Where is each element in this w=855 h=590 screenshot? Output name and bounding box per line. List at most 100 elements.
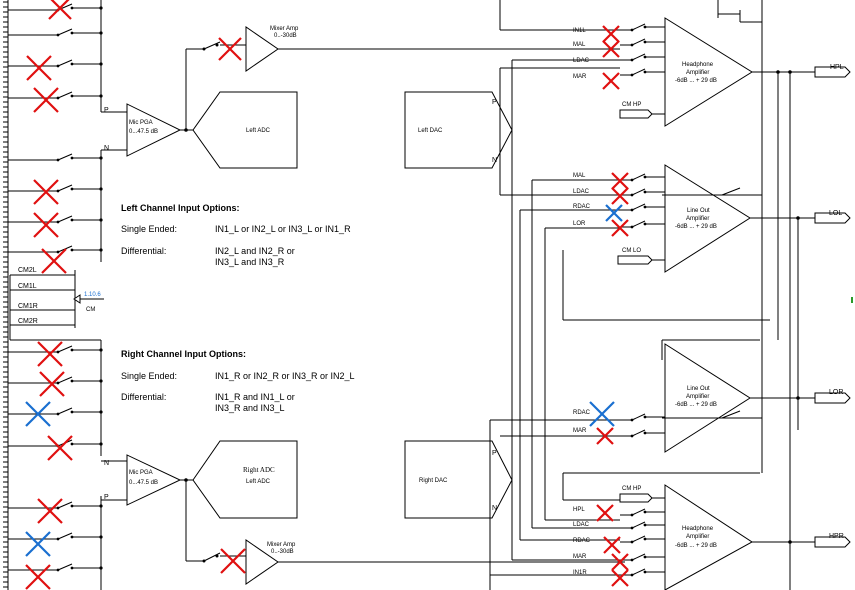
svg-text:P: P <box>492 99 497 106</box>
edge-marker <box>851 297 853 303</box>
dac-bus-wiring <box>489 0 770 590</box>
svg-text:P: P <box>492 450 497 457</box>
disabled-x-marker <box>41 248 67 274</box>
disabled-x-marker <box>611 553 629 571</box>
right-pga-p-pin: P <box>104 494 109 501</box>
input-switch <box>8 407 103 416</box>
mux-switch <box>620 23 665 32</box>
right-pga-n-pin: N <box>104 460 109 467</box>
hpl-label: HPL <box>830 64 844 71</box>
svg-text:Amplifier: Amplifier <box>686 70 709 76</box>
svg-text:RDAC: RDAC <box>573 204 591 210</box>
svg-text:LOR: LOR <box>573 221 586 227</box>
disabled-x-marker <box>602 72 620 90</box>
hp-amp-left: Headphone Amplifier -6dB ... + 29 dB <box>664 17 753 127</box>
mux-labels-lo-right: RDAC MAR <box>573 410 591 434</box>
svg-text:CM HP: CM HP <box>622 486 641 492</box>
svg-text:-6dB ... + 29 dB: -6dB ... + 29 dB <box>675 78 717 84</box>
lor-label: LOR <box>829 389 843 396</box>
svg-text:Mic PGA: Mic PGA <box>129 470 153 476</box>
cm2l-label: CM2L <box>18 267 37 274</box>
svg-text:Right DAC: Right DAC <box>419 478 448 484</box>
cm-label: CM <box>86 307 95 313</box>
hp-amp-right: Headphone Amplifier -6dB ... + 29 dB <box>664 484 753 590</box>
disabled-x-marker <box>602 25 620 43</box>
left-adc: Left ADC <box>192 91 298 169</box>
selected-x-marker <box>589 401 615 427</box>
svg-text:HPL: HPL <box>573 507 585 513</box>
disabled-x-marker <box>596 504 614 522</box>
input-switch <box>8 3 103 12</box>
input-switch <box>8 153 103 162</box>
mux-switch <box>620 53 665 62</box>
mux-switch <box>620 413 665 422</box>
svg-text:0..-30dB: 0..-30dB <box>271 549 294 555</box>
svg-text:0...47.5 dB: 0...47.5 dB <box>129 129 158 135</box>
left-mic-pga: Mic PGA 0...47.5 dB P N <box>104 103 182 157</box>
svg-text:MAR: MAR <box>573 554 587 560</box>
disabled-x-marker <box>611 187 629 205</box>
svg-text:-6dB ... + 29 dB: -6dB ... + 29 dB <box>675 402 717 408</box>
left-single-ended-label: Single Ended: <box>121 224 178 234</box>
disabled-x-marker <box>220 548 246 574</box>
disabled-x-marker <box>603 536 621 554</box>
cm1r-label: CM1R <box>18 303 38 310</box>
svg-text:MAR: MAR <box>573 428 587 434</box>
left-differential-line1: IN2_L and IN2_R or <box>215 246 295 256</box>
disabled-x-marker <box>596 427 614 445</box>
lol-label: LOL <box>829 210 842 217</box>
left-differential-line2: IN3_L and IN3_R <box>215 257 285 267</box>
svg-text:CM HP: CM HP <box>622 102 641 108</box>
right-single-ended-label: Single Ended: <box>121 371 178 381</box>
svg-text:Left DAC: Left DAC <box>418 128 443 134</box>
left-mixer-amp: Mixer Amp 0..-30dB <box>202 26 299 72</box>
svg-text:Line Out: Line Out <box>687 208 710 214</box>
left-pga-n-pin: N <box>104 145 109 152</box>
svg-text:LDAC: LDAC <box>573 522 590 528</box>
svg-text:Right ADC: Right ADC <box>243 466 275 474</box>
svg-text:LDAC: LDAC <box>573 189 590 195</box>
disabled-x-marker <box>39 371 65 397</box>
mux-switch <box>620 68 665 77</box>
input-switch <box>8 563 103 572</box>
mux-labels-hp-left: IN1L MAL LDAC MAR <box>573 28 590 80</box>
svg-text:Amplifier: Amplifier <box>686 394 709 400</box>
mux-switch <box>620 429 665 438</box>
svg-text:Mic PGA: Mic PGA <box>129 120 153 126</box>
cm-value-label: 1.10.6 <box>84 292 101 298</box>
mux-switch <box>620 508 665 517</box>
output-mux-switches <box>620 23 665 577</box>
input-switch <box>8 532 103 541</box>
svg-text:Line Out: Line Out <box>687 386 710 392</box>
disabled-x-marker <box>611 219 629 237</box>
disabled-x-marker <box>33 179 59 205</box>
svg-text:-6dB ... + 29 dB: -6dB ... + 29 dB <box>675 543 717 549</box>
mux-switch <box>620 535 665 544</box>
input-switch <box>8 245 103 254</box>
input-switch <box>8 28 103 37</box>
left-pga-p-pin: P <box>104 107 109 114</box>
svg-text:LDAC: LDAC <box>573 58 590 64</box>
disabled-x-marker <box>611 172 629 190</box>
left-single-ended-value: IN1_L or IN2_L or IN3_L or IN1_R <box>215 224 351 234</box>
disabled-x-marker <box>37 498 63 524</box>
disabled-x-marker <box>602 40 620 58</box>
left-edge-ruler <box>3 0 9 590</box>
mux-switch <box>620 188 665 197</box>
svg-text:Amplifier: Amplifier <box>686 216 709 222</box>
lineout-amp-right: Line Out Amplifier -6dB ... + 29 dB <box>664 343 751 453</box>
right-mic-pga: Mic PGA 0...47.5 dB N P <box>104 454 182 506</box>
mux-switch <box>620 38 665 47</box>
disabled-x-marker <box>26 55 52 81</box>
svg-text:RDAC: RDAC <box>573 410 591 416</box>
mux-switch <box>620 521 665 530</box>
disabled-x-marker <box>33 212 59 238</box>
input-switch <box>8 345 103 354</box>
input-switch <box>8 184 103 193</box>
selected-x-marker <box>25 531 51 557</box>
input-switch <box>8 501 103 510</box>
svg-text:Left ADC: Left ADC <box>246 479 271 485</box>
cm2r-label: CM2R <box>18 318 38 325</box>
right-adc: Right ADC Left ADC <box>192 440 298 519</box>
